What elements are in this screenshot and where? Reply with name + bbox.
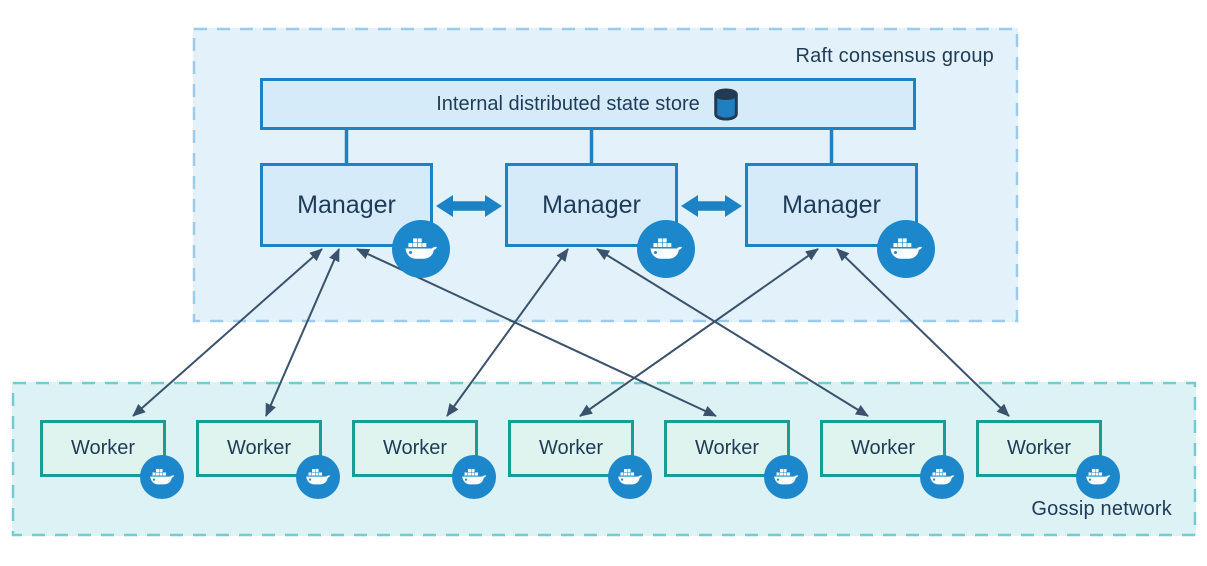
manager-worker-link: [836, 248, 1010, 417]
worker-label: Worker: [70, 437, 136, 459]
manager-label: Manager: [297, 190, 396, 219]
database-cylinder-icon: [713, 87, 738, 121]
state-store-box: Internal distributed state store: [260, 78, 916, 130]
manager-peer-arrow: [681, 195, 742, 217]
docker-whale-icon: [608, 455, 652, 499]
worker-label: Worker: [694, 437, 760, 459]
docker-whale-icon: [140, 455, 184, 499]
state-store-label: Internal distributed state store: [436, 92, 700, 115]
manager-worker-link: [446, 248, 569, 417]
docker-whale-icon: [1076, 455, 1120, 499]
docker-whale-icon: [920, 455, 964, 499]
manager-worker-link: [132, 248, 323, 417]
manager-worker-link: [265, 248, 340, 417]
manager-peer-arrow: [436, 195, 502, 217]
worker-label: Worker: [538, 437, 604, 459]
docker-whale-icon: [452, 455, 496, 499]
docker-whale-icon: [296, 455, 340, 499]
manager-label: Manager: [782, 190, 881, 219]
worker-label: Worker: [850, 437, 916, 459]
docker-whale-icon: [764, 455, 808, 499]
raft-group-label: Raft consensus group: [795, 45, 994, 67]
docker-whale-icon: [877, 220, 935, 278]
worker-label: Worker: [382, 437, 448, 459]
gossip-network-label: Gossip network: [1031, 498, 1172, 520]
worker-label: Worker: [1006, 437, 1072, 459]
docker-whale-icon: [392, 220, 450, 278]
manager-label: Manager: [542, 190, 641, 219]
manager-worker-link: [579, 248, 819, 417]
worker-label: Worker: [226, 437, 292, 459]
docker-whale-icon: [637, 220, 695, 278]
